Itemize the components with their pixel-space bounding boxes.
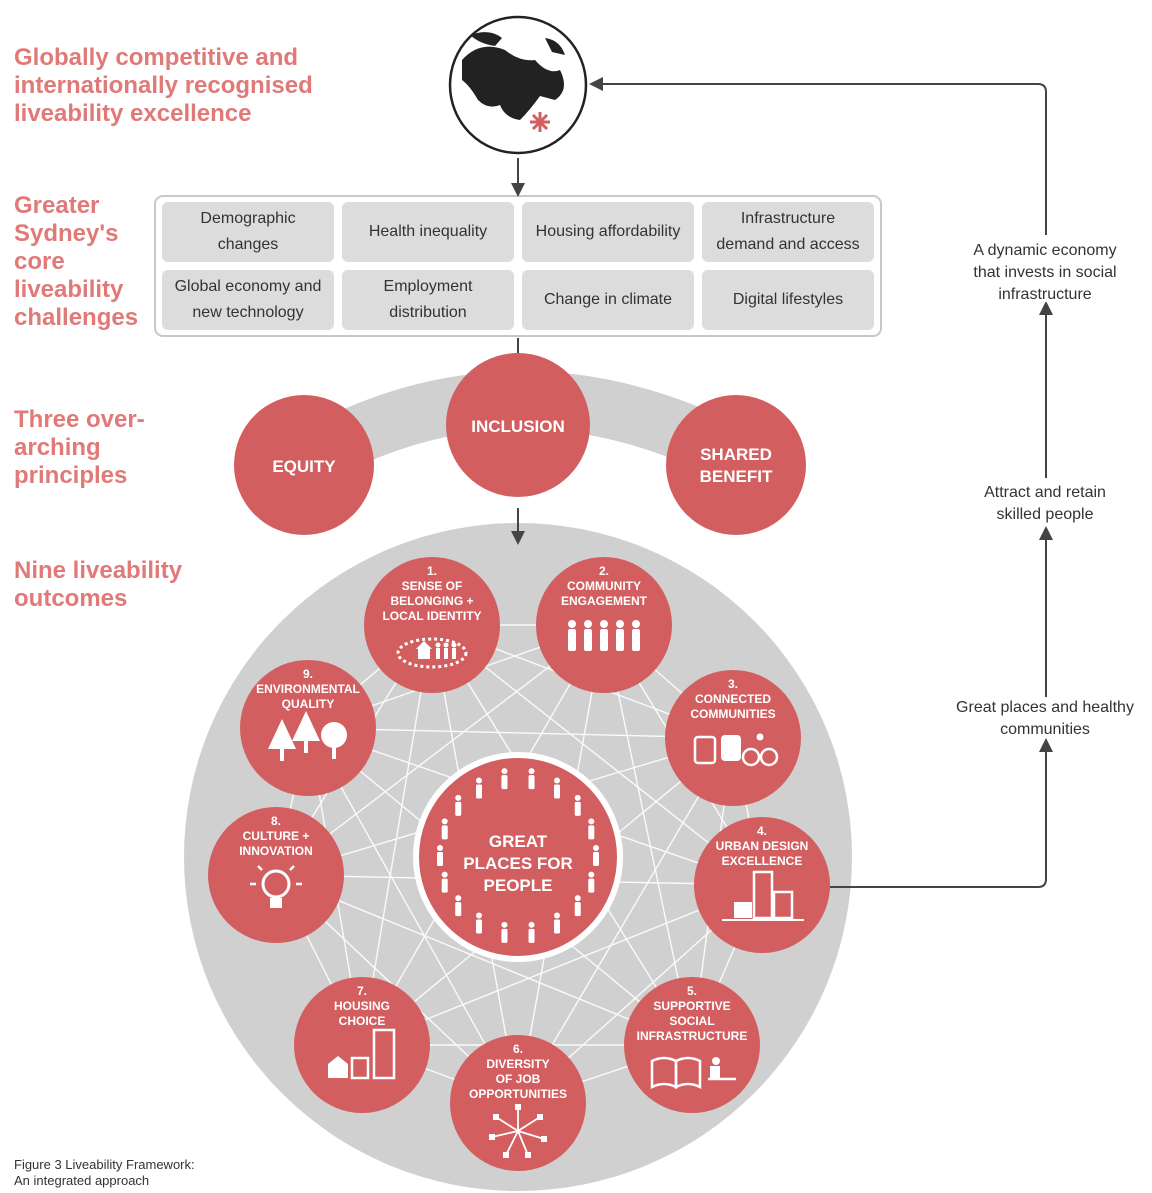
figure-caption: Figure 3 Liveability Framework: An integ… — [14, 1157, 195, 1188]
person-body — [441, 878, 448, 893]
principle-equity: EQUITY — [234, 395, 374, 535]
housing-icon — [328, 1028, 396, 1080]
person-icon — [588, 871, 595, 878]
person-icon — [554, 912, 560, 919]
person-icon — [441, 818, 448, 825]
person-icon — [455, 794, 462, 801]
outcomes-label: Nine liveability outcomes — [14, 557, 183, 612]
person-body — [554, 784, 560, 799]
challenge-employment: Employment distribution — [342, 270, 514, 330]
challenge-climate: Change in climate — [522, 270, 694, 330]
challenge-global-economy: Global economy and new technology — [162, 270, 334, 330]
person-icon — [554, 777, 560, 784]
outcome-circle — [450, 1035, 586, 1171]
challenge-housing: Housing affordability — [522, 202, 694, 262]
loop-attract-retain: Attract and retain skilled people — [950, 482, 1140, 523]
person-icon — [501, 768, 508, 775]
person-body — [588, 878, 595, 893]
person-body — [476, 784, 482, 799]
person-body — [441, 825, 448, 840]
outcome-circle — [364, 557, 500, 693]
person-icon — [476, 777, 482, 784]
person-body — [593, 852, 599, 866]
challenge-demographic: Demographic changes — [162, 202, 334, 262]
lightbulb-icon — [250, 865, 302, 908]
person-icon — [441, 871, 448, 878]
outcome-circle — [294, 977, 430, 1113]
network-icon — [489, 1104, 547, 1158]
principle-inclusion-label: INCLUSION — [471, 417, 565, 436]
community-house-icon — [396, 637, 468, 669]
loop-line-outcome — [830, 738, 1053, 888]
person-body — [554, 919, 560, 934]
person-icon — [588, 818, 595, 825]
person-body — [437, 852, 443, 866]
trees-icon — [268, 711, 347, 761]
person-icon — [501, 921, 508, 928]
outcome-label: 8.CULTURE +INNOVATION — [239, 814, 313, 858]
principle-equity-label: EQUITY — [272, 457, 336, 476]
person-icon — [528, 768, 535, 775]
person-icon — [574, 794, 581, 801]
loop-dynamic-economy: A dynamic economy that invests in social… — [940, 240, 1150, 303]
challenge-health: Health inequality — [342, 202, 514, 262]
person-body — [574, 902, 581, 917]
challenges-label: Greater Sydney's core liveability challe… — [14, 192, 139, 331]
goal-label: Globally competitive and internationally… — [14, 44, 313, 127]
person-icon — [593, 845, 599, 851]
person-body — [476, 919, 482, 934]
person-icon — [574, 895, 581, 902]
person-body — [528, 928, 535, 943]
person-icon — [476, 912, 482, 919]
loop-line-to-globe — [589, 77, 1047, 235]
outcome-8: 8.CULTURE +INNOVATION — [208, 807, 344, 943]
person-body — [528, 775, 535, 790]
person-body — [574, 801, 581, 816]
buildings-icon — [722, 870, 804, 921]
globe-icon — [448, 15, 588, 155]
person-body — [588, 825, 595, 840]
person-body — [455, 801, 462, 816]
challenge-digital: Digital lifestyles — [702, 270, 874, 330]
book-desk-icon — [650, 1056, 736, 1090]
outcome-circle — [208, 807, 344, 943]
principle-inclusion: INCLUSION — [446, 353, 590, 497]
person-body — [455, 902, 462, 917]
person-icon — [437, 845, 443, 851]
people-group-icon — [568, 620, 640, 651]
principles-label: Three over- arching principles — [14, 406, 145, 489]
loop-great-places: Great places and healthy communities — [930, 697, 1152, 738]
person-icon — [455, 895, 462, 902]
transport-icon — [693, 733, 779, 767]
person-icon — [528, 921, 535, 928]
person-body — [501, 928, 508, 943]
challenge-infrastructure: Infrastructure demand and access — [702, 202, 874, 262]
person-body — [501, 775, 508, 790]
